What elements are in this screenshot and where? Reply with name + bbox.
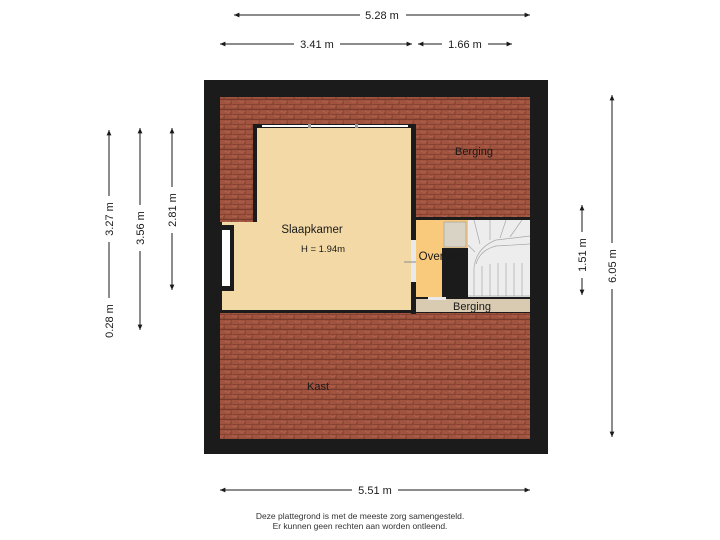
dimension-right-inner: 1.51 m xyxy=(575,205,589,295)
label-kast: Kast xyxy=(307,381,329,393)
roof-top-left xyxy=(220,97,415,127)
svg-text:3.56 m: 3.56 m xyxy=(135,211,147,245)
slaapkamer-floor xyxy=(236,128,411,312)
dimension-right-outer: 6.05 m xyxy=(605,95,619,437)
roof-kast xyxy=(220,312,530,439)
label-slaapkamer-height: H = 1.94m xyxy=(301,244,345,255)
svg-text:3.41 m: 3.41 m xyxy=(300,39,334,51)
label-overloop: Overloop xyxy=(419,251,466,263)
wall-bottom xyxy=(220,310,530,313)
door-gap xyxy=(411,240,416,282)
wall-berging-divider xyxy=(416,217,530,220)
dimension-top-total: 5.28 m xyxy=(234,8,530,22)
label-berging-small: Berging xyxy=(453,301,491,313)
label-berging-top: Berging xyxy=(455,146,493,158)
overloop-cupboard xyxy=(443,221,467,248)
stair-area xyxy=(468,220,530,298)
dimension-bottom-total: 5.51 m xyxy=(220,483,530,497)
label-slaapkamer: Slaapkamer xyxy=(281,224,343,236)
svg-text:1.66 m: 1.66 m xyxy=(448,39,482,51)
wall-mid-vertical xyxy=(411,124,416,314)
skylight-frame-1 xyxy=(308,124,311,128)
svg-text:6.05 m: 6.05 m xyxy=(607,249,619,283)
skylight-window xyxy=(262,125,408,127)
wall-left-slaapkamer xyxy=(253,124,257,222)
svg-text:5.51 m: 5.51 m xyxy=(358,485,392,497)
svg-text:2.81 m: 2.81 m xyxy=(167,193,179,227)
dimension-left-inner: 2.81 m xyxy=(165,128,179,290)
svg-text:5.28 m: 5.28 m xyxy=(365,10,399,22)
dimension-top-left: 3.41 m xyxy=(220,37,412,51)
svg-text:0.28 m: 0.28 m xyxy=(104,304,116,338)
svg-text:3.27 m: 3.27 m xyxy=(104,202,116,236)
left-window-glass xyxy=(222,230,230,286)
berging-strip-divider xyxy=(416,297,530,299)
overloop-floor xyxy=(416,220,442,298)
roof-berging-top xyxy=(415,97,530,219)
skylight-frame-2 xyxy=(355,124,358,128)
roof-small-right xyxy=(500,312,530,332)
disclaimer-line-1: Deze plattegrond is met de meeste zorg s… xyxy=(255,511,465,521)
disclaimer-line-2: Er kunnen geen rechten aan worden ontlee… xyxy=(272,521,448,531)
dimension-left-middle: 3.56 m xyxy=(133,128,147,330)
dimension-left-outer: 3.27 m 0.28 m xyxy=(102,130,116,344)
svg-text:1.51 m: 1.51 m xyxy=(577,238,589,272)
berging-strip xyxy=(416,298,530,312)
roof-left-strip xyxy=(220,127,256,222)
dimension-top-right: 1.66 m xyxy=(418,37,512,51)
stair-treads xyxy=(467,219,531,297)
berging-door xyxy=(428,297,446,300)
